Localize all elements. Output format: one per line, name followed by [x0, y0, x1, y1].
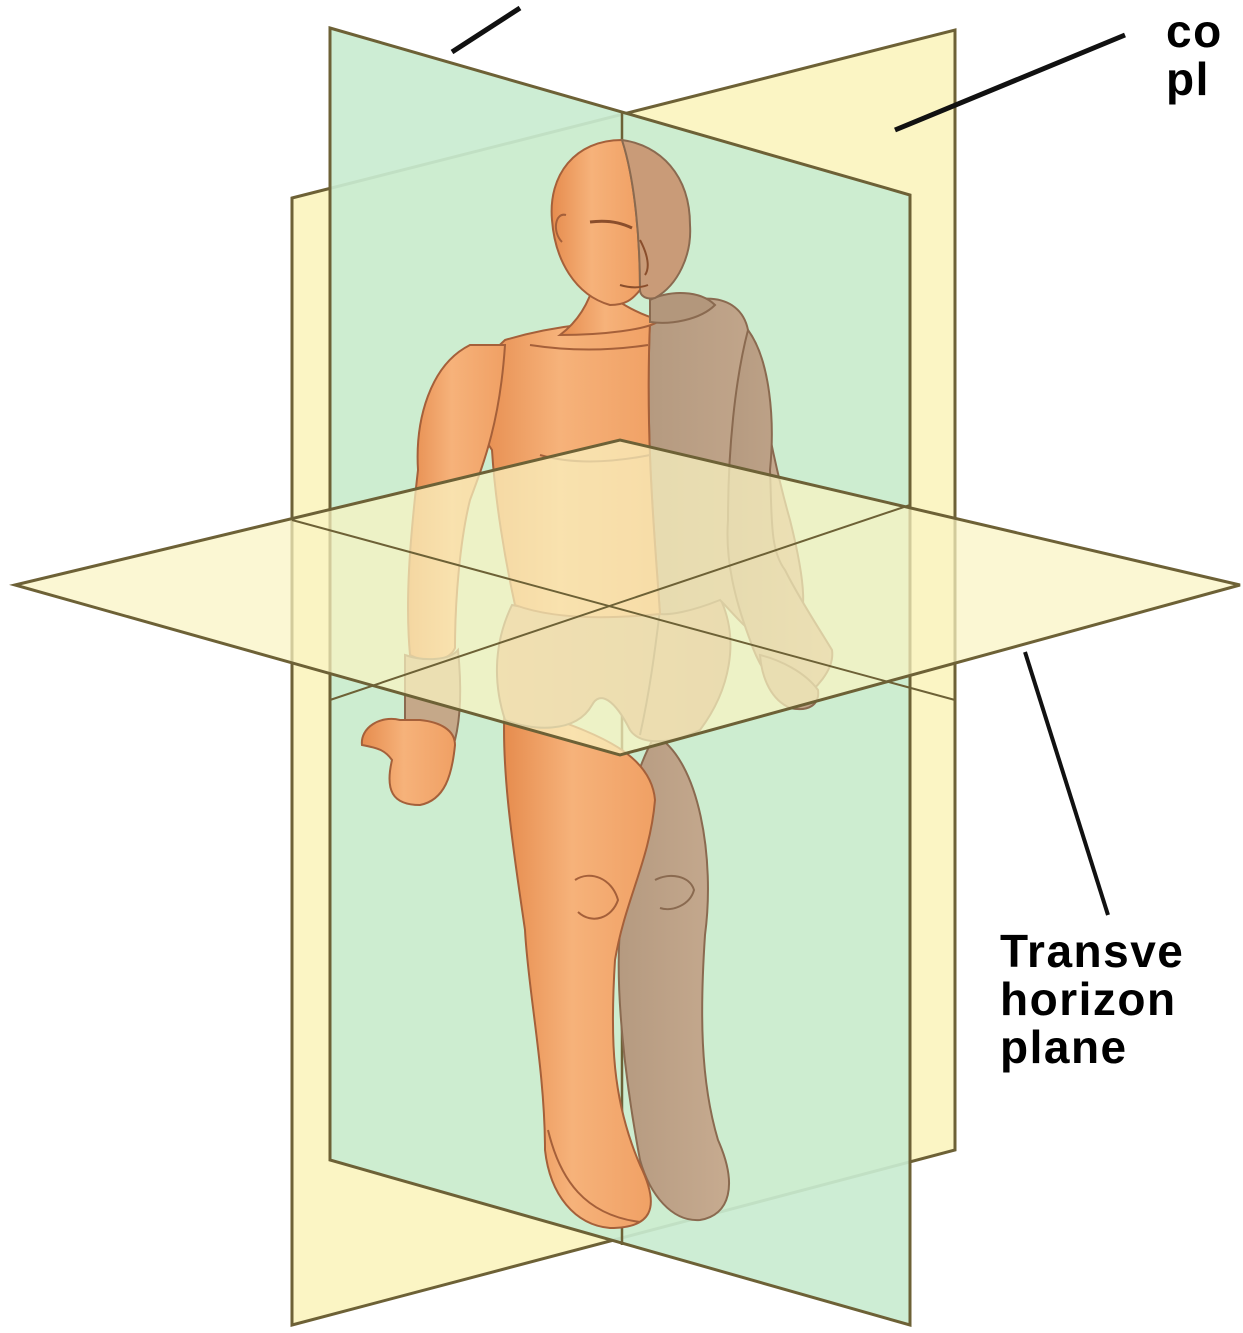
coronal-label-line-1: co [1166, 7, 1223, 55]
transverse-label-line-1: Transve [1000, 927, 1184, 975]
transverse-plane-label: Transve horizon plane [1000, 927, 1184, 1071]
transverse-label-line-3: plane [1000, 1023, 1184, 1071]
coronal-plane-label: co pl [1166, 7, 1223, 103]
coronal-label-line-2: pl [1166, 55, 1223, 103]
transverse-label-line-2: horizon [1000, 975, 1184, 1023]
transverse-plane [15, 440, 1240, 755]
leader-line-top [452, 8, 520, 52]
leader-line-transverse [1025, 652, 1108, 915]
